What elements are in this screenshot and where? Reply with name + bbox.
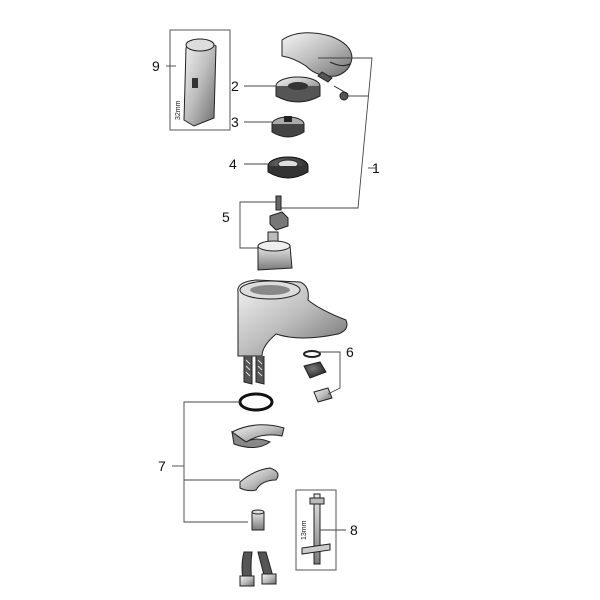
dimension-13mm: 13mm	[301, 520, 308, 540]
lever-handle	[281, 32, 353, 101]
cartridge-nut	[267, 156, 309, 179]
o-ring	[238, 392, 274, 412]
callout-3: 3	[231, 114, 239, 130]
handle-adaptor	[271, 116, 305, 138]
cartridge	[257, 231, 293, 271]
flexible-hoses	[239, 551, 277, 587]
key-tool-13mm: 13mm	[295, 489, 337, 571]
socket-tool-32mm: 32mm	[169, 29, 231, 131]
cap-ring	[275, 76, 321, 103]
callout-9: 9	[152, 58, 160, 74]
faucet-body	[237, 279, 348, 385]
callout-8: 8	[350, 522, 358, 538]
aerator-set	[303, 350, 333, 403]
callout-7: 7	[158, 458, 166, 474]
bracket-6	[318, 351, 341, 395]
leader-lines	[166, 65, 276, 165]
horseshoe-washer	[239, 467, 279, 492]
callout-2: 2	[231, 78, 239, 94]
bracket-7	[172, 401, 248, 523]
screw-and-insert	[269, 195, 289, 231]
bracket-1	[280, 57, 376, 209]
dimension-32mm: 32mm	[175, 100, 182, 120]
callout-4: 4	[229, 156, 237, 172]
callout-5: 5	[222, 209, 230, 225]
fixing-stud	[251, 509, 265, 531]
bracket-5	[239, 201, 276, 249]
mounting-gasket	[231, 424, 285, 448]
callout-1: 1	[372, 160, 380, 176]
callout-6: 6	[346, 344, 354, 360]
